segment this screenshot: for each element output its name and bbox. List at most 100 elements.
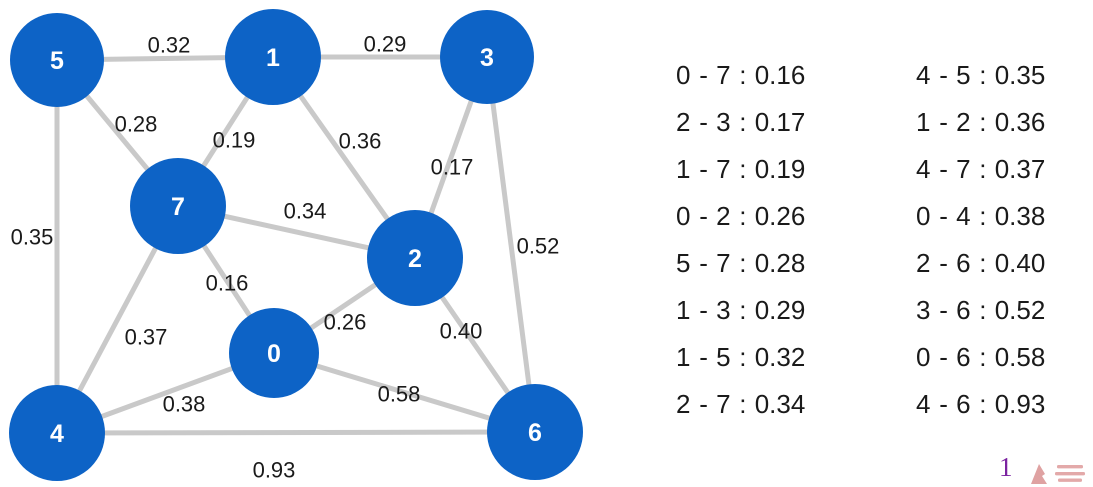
edge-list-weight: 0.93 [994,389,1046,419]
edge-list-endpoint-a: 1 [916,107,931,137]
edge-list-colon: : [972,389,994,419]
edge-list-colon: : [732,389,754,419]
graph-node-2[interactable] [367,210,463,306]
edge-list-row: 0 - 4 : 0.38 [916,193,1045,240]
graph-node-7[interactable] [130,158,226,254]
edge-list-weight: 0.26 [754,201,806,231]
edge-list-endpoint-b: 7 [716,389,732,419]
graph-node-6[interactable] [487,384,583,480]
edge-list-weight: 0.35 [994,60,1046,90]
edge-list-dash: - [931,60,956,90]
edge-list-weight: 0.34 [754,389,806,419]
edge-list-endpoint-a: 2 [676,389,691,419]
edge-list-row: 0 - 2 : 0.26 [676,193,805,240]
edge-list-row: 2 - 6 : 0.40 [916,240,1045,287]
edge-list-row: 0 - 6 : 0.58 [916,334,1045,381]
edge-list-colon: : [972,248,994,278]
edge-list-weight: 0.28 [754,248,806,278]
graph-node-label-1: 1 [266,44,280,72]
graph-edge-weight-2-6: 0.40 [440,319,483,344]
edge-list-colon: : [732,107,754,137]
edge-list-weight: 0.36 [994,107,1046,137]
edge-list-row: 4 - 6 : 0.93 [916,381,1045,428]
graph-edge-weight-0-2: 0.26 [324,310,367,335]
graph-node-1[interactable] [225,9,321,105]
edge-list-row: 2 - 3 : 0.17 [676,99,805,146]
edge-list-endpoint-b: 7 [956,154,972,184]
graph-node-label-3: 3 [480,44,494,72]
edge-list-endpoint-b: 3 [716,295,732,325]
edge-list-endpoint-b: 5 [956,60,972,90]
graph-edge-weight-4-6: 0.93 [253,458,296,483]
edge-list-row: 0 - 7 : 0.16 [676,52,805,99]
graph-node-label-0: 0 [267,340,281,368]
edge-list-colon: : [972,201,994,231]
edge-list-colon: : [972,342,994,372]
edge-list-endpoint-a: 1 [676,154,691,184]
edge-list-row: 2 - 7 : 0.34 [676,381,805,428]
edge-list-weight: 0.16 [754,60,806,90]
edge-list-row: 4 - 7 : 0.37 [916,146,1045,193]
edge-list-weight: 0.52 [994,295,1046,325]
edge-list-endpoint-b: 7 [716,248,732,278]
graph-node-label-6: 6 [528,419,542,447]
edge-list-endpoint-a: 2 [916,248,931,278]
graph-node-0[interactable] [229,308,319,398]
edge-list-endpoint-b: 4 [956,201,972,231]
graph-edge-weight-0-6: 0.58 [378,382,421,407]
edge-list-endpoint-a: 0 [676,201,691,231]
edge-list-dash: - [931,154,956,184]
edge-list-weight: 0.17 [754,107,806,137]
edge-list-weight: 0.19 [754,154,806,184]
edge-list-endpoint-b: 3 [716,107,732,137]
edge-list-endpoint-a: 0 [916,201,931,231]
edge-list-row: 5 - 7 : 0.28 [676,240,805,287]
edge-list-dash: - [931,201,956,231]
edge-list-endpoint-a: 1 [676,342,691,372]
graph-edge-weight-7-0: 0.16 [206,271,249,296]
edge-list-colon: : [732,248,754,278]
edge-list-endpoint-a: 3 [916,295,931,325]
graph-edge-weight-7-4: 0.37 [125,325,168,350]
edge-list-weight: 0.29 [754,295,806,325]
edge-list-dash: - [931,342,956,372]
graph-edge-4-6 [54,429,538,436]
edge-list-weight: 0.40 [994,248,1046,278]
graph-edge-weight-1-3: 0.29 [364,32,407,57]
edge-list-endpoint-a: 0 [676,60,691,90]
graph-node-3[interactable] [440,10,534,104]
graph-node-label-5: 5 [50,47,64,75]
edge-list-endpoint-b: 6 [956,295,972,325]
edge-list-endpoint-a: 4 [916,60,931,90]
edge-list-dash: - [931,107,956,137]
watermark-glyphs-icon [1031,464,1085,484]
edge-list-dash: - [691,107,716,137]
graph-node-4[interactable] [9,385,105,481]
graph-node-5[interactable] [10,13,104,107]
edge-list-colon: : [972,60,994,90]
edge-list-dash: - [691,248,716,278]
graph-edge-weight-5-7: 0.28 [115,112,158,137]
edge-list-row: 1 - 2 : 0.36 [916,99,1045,146]
graph-edge-weight-3-6: 0.52 [517,234,560,259]
edge-list-endpoint-a: 4 [916,389,931,419]
edge-list-endpoint-a: 1 [676,295,691,325]
edge-list-endpoint-b: 2 [716,201,732,231]
graph-edge-weight-3-2: 0.17 [431,155,474,180]
edge-list-dash: - [931,248,956,278]
edge-list-weight: 0.38 [994,201,1046,231]
edge-list-weight: 0.58 [994,342,1046,372]
graph-edge-weight-5-1: 0.32 [148,33,191,58]
edge-list-endpoint-b: 7 [716,154,732,184]
graph-node-label-7: 7 [171,193,185,221]
edge-list-endpoint-a: 0 [916,342,931,372]
graph-node-label-4: 4 [50,420,64,448]
edge-list-endpoint-b: 6 [956,248,972,278]
edge-list-dash: - [691,60,716,90]
edge-list-endpoint-a: 4 [916,154,931,184]
graph-edge-weight-4-0: 0.38 [163,392,206,417]
